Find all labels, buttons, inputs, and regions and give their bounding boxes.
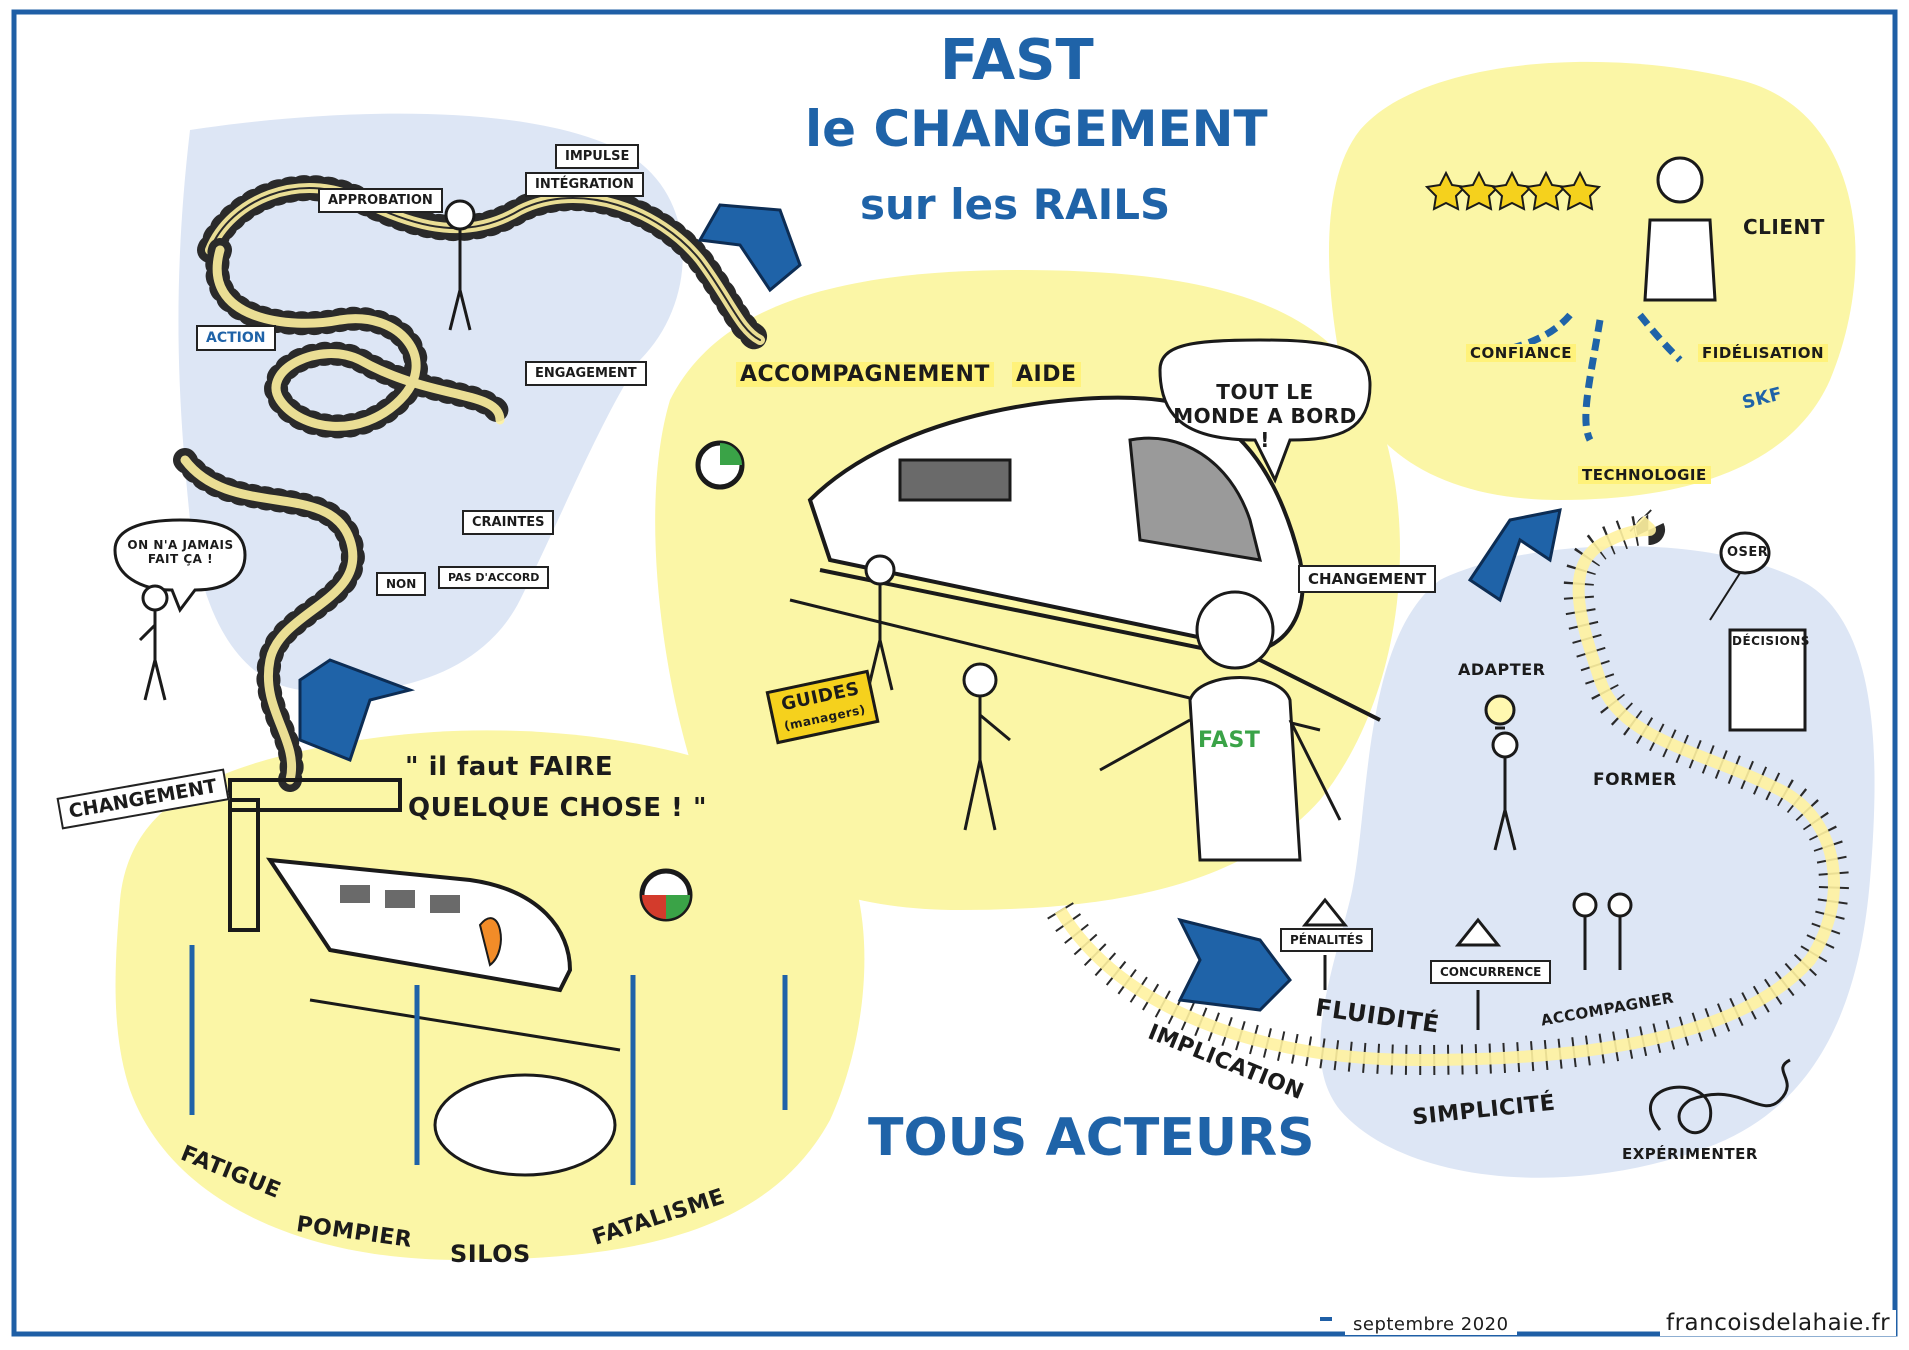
arrow-top-center xyxy=(697,203,802,293)
sign-changement-center: CHANGEMENT xyxy=(1298,565,1437,593)
track-bottom-right xyxy=(1047,509,1849,1076)
quote-line2: QUELQUE CHOSE ! " xyxy=(408,793,708,823)
people xyxy=(138,156,1717,970)
sign-approbation: APPROBATION xyxy=(318,188,443,213)
sign-action: ACTION xyxy=(196,325,276,351)
blob-top-left xyxy=(178,113,683,693)
arrow-bottom-center xyxy=(1177,917,1292,1012)
warning-signs xyxy=(1301,897,1502,1030)
label-aide: AIDE xyxy=(1012,362,1081,387)
tagline: TOUS ACTEURS xyxy=(868,1108,1315,1168)
label-fidelisation: FIDÉLISATION xyxy=(1698,344,1829,362)
speech-jamais: ON N'A JAMAIS FAIT ÇA ! xyxy=(127,538,234,566)
footer-bar xyxy=(1320,1317,1332,1321)
title-line3: sur les RAILS xyxy=(860,180,1171,229)
technologie-text: TECHNOLOGIE xyxy=(1578,466,1711,484)
label-confiance: CONFIANCE xyxy=(1466,344,1577,362)
title-line1: FAST xyxy=(940,28,1094,93)
quote-line1: " il faut FAIRE xyxy=(405,752,614,782)
accompagnement-text: ACCOMPAGNEMENT xyxy=(736,362,994,387)
label-oser: OSER xyxy=(1727,545,1769,560)
arrow-right-up xyxy=(1467,508,1562,603)
label-experimenter: EXPÉRIMENTER xyxy=(1622,1145,1758,1163)
speech-bubble-center xyxy=(1158,338,1372,484)
label-technologie: TECHNOLOGIE xyxy=(1578,466,1711,484)
shirt-fast: FAST xyxy=(1198,728,1261,753)
speech-bubble-top-left xyxy=(113,518,247,614)
sign-craintes: CRAINTES xyxy=(462,510,555,535)
sign-concurrence: CONCURRENCE xyxy=(1430,960,1552,984)
speech-tout-le-monde: TOUT LE MONDE A BORD ! xyxy=(1173,380,1357,452)
blob-top-right xyxy=(1328,61,1856,501)
arrow-up-left xyxy=(298,658,416,762)
label-client: CLIENT xyxy=(1743,215,1825,239)
dividers xyxy=(189,945,788,1185)
gauge-center xyxy=(695,440,745,490)
train-center xyxy=(789,395,1381,732)
gauge-bottom-left xyxy=(639,868,693,922)
decisions-sheet xyxy=(1728,628,1807,732)
experiment-spiral xyxy=(1649,1058,1791,1135)
word-silos: SILOS xyxy=(450,1240,531,1268)
oser-balloon xyxy=(1719,531,1771,575)
track-top-left xyxy=(173,175,773,792)
footer-date: septembre 2020 xyxy=(1345,1314,1517,1335)
sign-engagement: ENGAGEMENT xyxy=(525,361,647,386)
rating-stars xyxy=(1424,170,1602,211)
sign-non: NON xyxy=(376,572,427,596)
meeting-table xyxy=(433,1073,617,1177)
train-bottom-left xyxy=(228,778,621,1052)
sign-integration: INTÉGRATION xyxy=(525,172,644,197)
sign-penalites: PÉNALITÉS xyxy=(1280,928,1374,952)
bulb xyxy=(1484,694,1516,730)
label-adapter: ADAPTER xyxy=(1458,660,1546,679)
sign-pas-daccord: PAS D'ACCORD xyxy=(438,566,550,589)
aide-text: AIDE xyxy=(1012,362,1081,387)
title-line2: le CHANGEMENT xyxy=(805,100,1268,158)
label-accompagnement: ACCOMPAGNEMENT xyxy=(736,362,994,387)
outer-frame xyxy=(11,9,1898,1337)
footer-signature: francoisdelahaie.fr xyxy=(1660,1310,1897,1336)
label-decisions: DÉCISIONS xyxy=(1732,634,1810,648)
sign-impulse: IMPULSE xyxy=(555,144,640,169)
fidelisation-text: FIDÉLISATION xyxy=(1698,344,1829,362)
label-former: FORMER xyxy=(1593,770,1677,790)
confiance-text: CONFIANCE xyxy=(1466,344,1577,362)
